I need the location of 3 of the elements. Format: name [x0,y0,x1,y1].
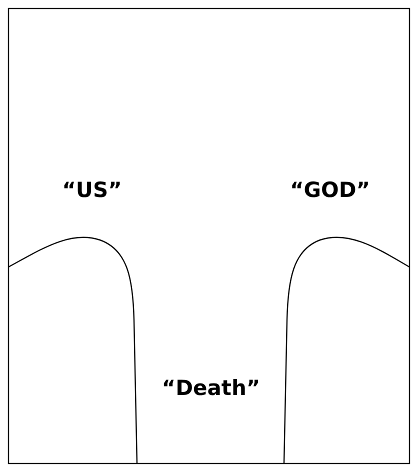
region-label: “GOD” [290,178,370,202]
region-label: “US” [62,178,122,202]
region-label: “Death” [162,376,260,400]
